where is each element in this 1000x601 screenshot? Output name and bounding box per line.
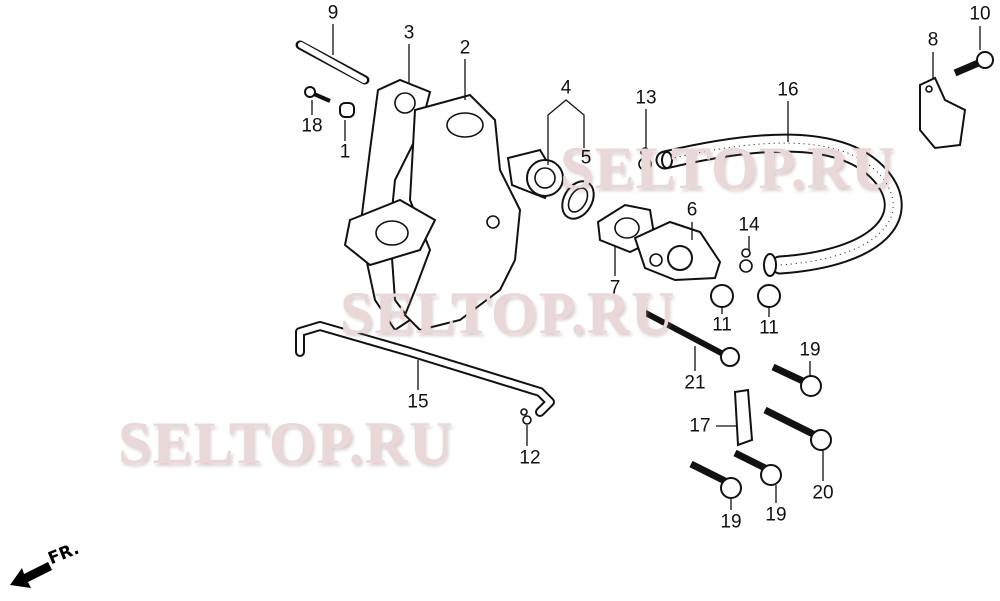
arrow-front-icon bbox=[10, 562, 52, 588]
breather-hose-part bbox=[295, 321, 555, 417]
callout-1: 1 bbox=[339, 141, 351, 163]
callout-15: 15 bbox=[407, 391, 429, 413]
bolts-group bbox=[638, 307, 832, 499]
callout-21: 21 bbox=[684, 372, 706, 394]
callout-19: 19 bbox=[765, 504, 787, 526]
callout-17: 17 bbox=[689, 415, 711, 437]
callout-12: 12 bbox=[519, 447, 541, 469]
hose-clamps bbox=[520, 147, 753, 425]
callout-11: 11 bbox=[712, 314, 732, 336]
pump-housing-part bbox=[343, 78, 522, 332]
cap-nuts bbox=[710, 284, 781, 308]
callout-4: 4 bbox=[560, 77, 572, 99]
callout-7: 7 bbox=[609, 277, 621, 299]
watermark: SELTOP.RU bbox=[340, 280, 676, 346]
callout-19: 19 bbox=[720, 511, 742, 533]
small-bolt-part bbox=[304, 86, 331, 103]
dowel-pin-part bbox=[339, 102, 355, 118]
callout-8: 8 bbox=[927, 29, 939, 51]
callout-6: 6 bbox=[686, 199, 698, 221]
callout-5: 5 bbox=[580, 147, 592, 169]
thermostat-cover-part bbox=[596, 203, 722, 282]
callout-9: 9 bbox=[327, 2, 339, 24]
callout-18: 18 bbox=[301, 115, 323, 137]
callout-2: 2 bbox=[459, 37, 471, 59]
watermark: SELTOP.RU bbox=[118, 410, 454, 476]
callout-20: 20 bbox=[812, 482, 834, 504]
leader-lines bbox=[311, 24, 981, 510]
watermark: SELTOP.RU bbox=[560, 135, 896, 201]
hose-clip-bracket-part bbox=[919, 51, 994, 150]
callout-11: 11 bbox=[759, 317, 779, 339]
callout-16: 16 bbox=[777, 79, 799, 101]
water-hose-part bbox=[655, 133, 903, 277]
callout-10: 10 bbox=[969, 3, 991, 25]
stud-bolt-part bbox=[295, 40, 370, 85]
callout-13: 13 bbox=[635, 87, 657, 109]
callout-3: 3 bbox=[403, 22, 415, 44]
seal-ring-part bbox=[561, 180, 595, 220]
callout-14: 14 bbox=[738, 214, 760, 236]
callout-19: 19 bbox=[799, 339, 821, 361]
thermostat-part bbox=[506, 148, 564, 200]
